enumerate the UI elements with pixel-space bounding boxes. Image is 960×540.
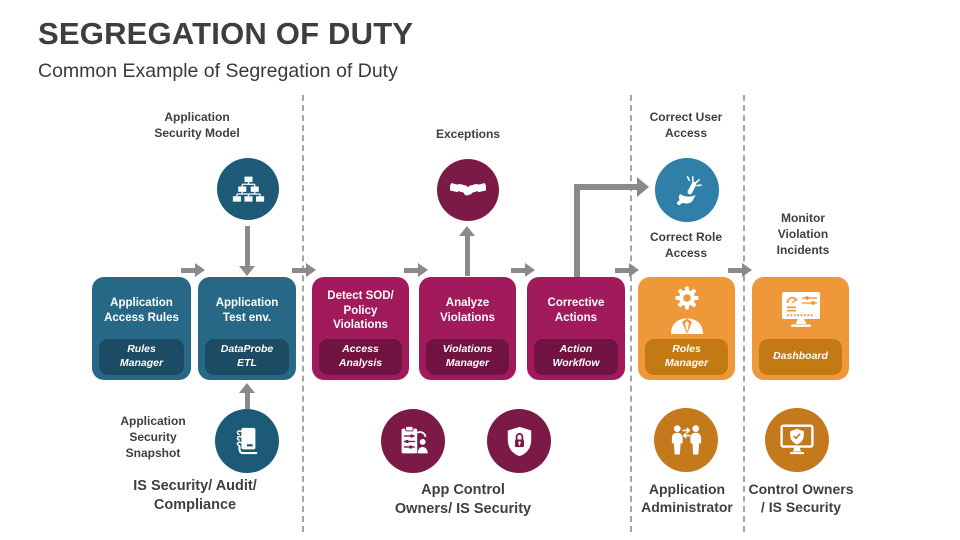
flow-arrow [511, 263, 535, 277]
process-box-dashboard: Dashboard [752, 277, 849, 380]
node-application-security-model [217, 158, 279, 220]
label-monitor-violation-incidents: Monitor Violation Incidents [776, 211, 830, 257]
box-footer: DataProbe ETL [205, 339, 289, 375]
flow-arrow [615, 263, 639, 277]
clipboard-checklist-icon [401, 426, 428, 454]
process-box-roles-manager: Roles Manager [638, 277, 735, 380]
box-footer: Dashboard [759, 339, 842, 375]
label-application-security-snapshot: Application Security Snapshot [120, 414, 186, 460]
separator-line-2 [630, 95, 632, 532]
node-exceptions [437, 159, 499, 221]
box-footer: Access Analysis [319, 339, 402, 375]
flow-arrow [181, 263, 205, 277]
arrow-snapshot-to-testenv [239, 383, 255, 409]
arrow-analyze-to-exceptions [459, 226, 475, 276]
notebook-icon [236, 427, 258, 455]
node-app-control-shield [487, 409, 551, 473]
process-box-application-access-rules: Application Access Rules Rules Manager [92, 277, 191, 380]
label-control-owners-is-security: Control Owners / IS Security [748, 481, 854, 515]
box-footer: Roles Manager [645, 339, 728, 375]
box-title: Analyze Violations [440, 297, 495, 324]
process-box-analyze-violations: Analyze Violations Violations Manager [419, 277, 516, 380]
node-control-owners-monitor [765, 408, 829, 472]
label-correct-role-access: Correct Role Access [649, 230, 723, 260]
dashboard-monitor-icon [781, 292, 820, 327]
label-application-security-model: Application Security Model [154, 110, 240, 140]
flow-arrow [292, 263, 316, 277]
label-is-security-audit-compliance: IS Security/ Audit/ Compliance [133, 478, 257, 513]
elbow-connector-arrowhead [637, 177, 649, 197]
monitor-shield-icon [780, 424, 814, 454]
box-title: Application Access Rules [104, 297, 179, 324]
arrow-model-to-testenv [239, 226, 255, 276]
process-box-detect-sod-violations: Detect SOD/ Policy Violations Access Ana… [312, 277, 409, 380]
shield-lock-icon [507, 426, 531, 456]
label-correct-user-access: Correct User Access [649, 110, 723, 140]
process-box-corrective-actions: Corrective Actions Action Workflow [527, 277, 625, 380]
flow-arrow [728, 263, 752, 277]
process-box-application-test-env: Application Test env. DataProbe ETL [198, 277, 296, 380]
label-exceptions: Exceptions [435, 127, 501, 141]
node-application-security-snapshot [215, 409, 279, 473]
elbow-connector-vertical [574, 184, 580, 277]
node-app-control-clipboard [381, 409, 445, 473]
separator-line-3 [743, 95, 745, 532]
slide-subtitle: Common Example of Segregation of Duty [38, 60, 398, 82]
flow-arrow [404, 263, 428, 277]
box-title: Detect SOD/ Policy Violations [327, 289, 394, 332]
box-footer: Action Workflow [534, 339, 618, 375]
box-footer: Violations Manager [426, 339, 509, 375]
box-title: Application Test env. [215, 297, 279, 324]
node-application-administrator [654, 408, 718, 472]
elbow-connector-horizontal [574, 184, 638, 190]
handshake-icon [450, 183, 486, 196]
separator-line-1 [302, 95, 304, 532]
label-application-administrator: Application Administrator [641, 481, 733, 515]
gear-person-icon [670, 286, 703, 334]
people-exchange-icon [671, 425, 701, 455]
box-title: Corrective Actions [547, 297, 605, 324]
slide-title: SEGREGATION OF DUTY [38, 16, 414, 51]
box-footer: Rules Manager [99, 339, 184, 375]
node-correct-user-access [655, 158, 719, 222]
org-chart-icon [232, 176, 264, 202]
label-app-control-owners: App Control Owners/ IS Security [394, 482, 532, 517]
click-hand-icon [676, 175, 702, 205]
